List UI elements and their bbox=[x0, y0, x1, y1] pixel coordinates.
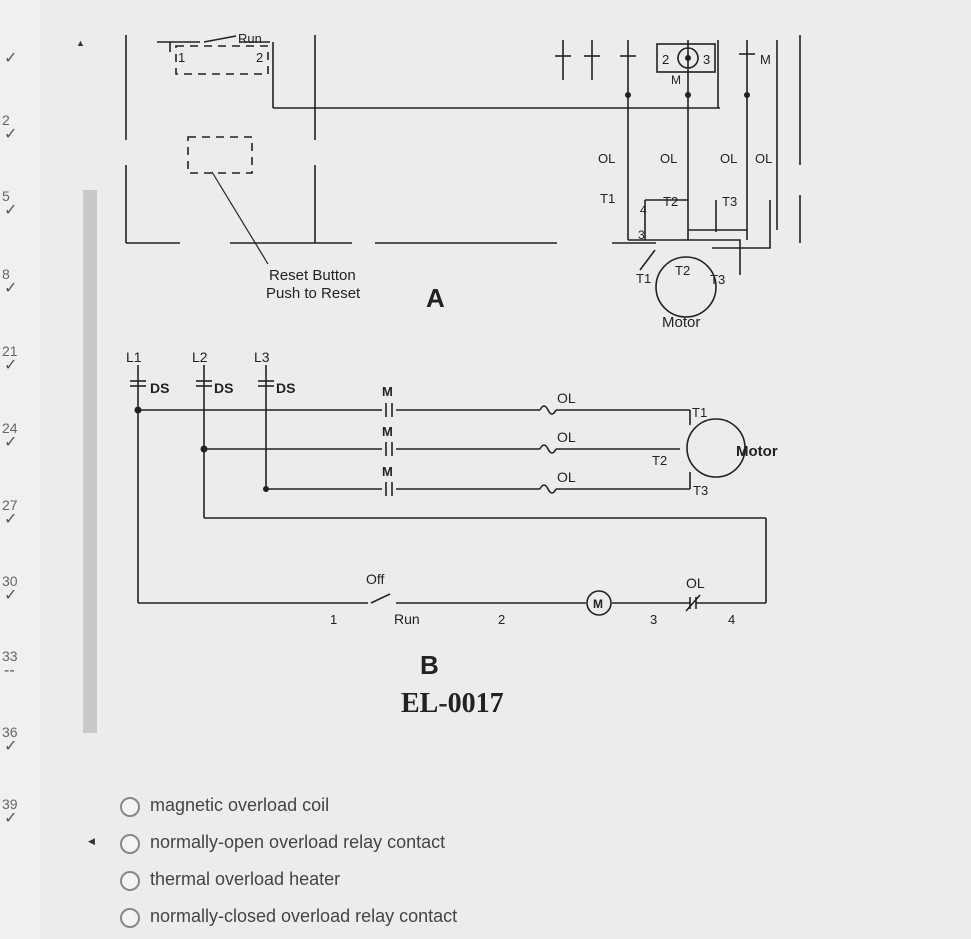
diagram-a-letter: A bbox=[426, 283, 445, 313]
motor-t3-label: T3 bbox=[693, 483, 708, 498]
check-icon: ✓ bbox=[4, 126, 18, 143]
line-l3-label: L3 bbox=[254, 349, 270, 365]
motor-label-b: Motor bbox=[736, 443, 778, 460]
diagram-b-letter: B bbox=[420, 650, 439, 680]
ol-label: OL bbox=[720, 151, 737, 166]
m-contact-label: M bbox=[760, 52, 771, 67]
answer-label: normally-open overload relay contact bbox=[150, 832, 446, 852]
radio-button[interactable] bbox=[120, 797, 140, 817]
ol-heater-label: OL bbox=[557, 429, 576, 445]
run-label: Run bbox=[394, 611, 420, 627]
question-nav-item[interactable]: 30✓ bbox=[0, 573, 36, 604]
answer-label: thermal overload heater bbox=[150, 869, 341, 889]
t2-label: T2 bbox=[663, 194, 678, 209]
question-nav-item[interactable]: 36✓ bbox=[0, 724, 36, 755]
terminal-3-label: 3 bbox=[703, 52, 710, 67]
question-nav-item[interactable]: 2✓ bbox=[0, 112, 36, 143]
m-contact-label: M bbox=[382, 464, 393, 479]
check-icon: ✓ bbox=[4, 357, 18, 374]
check-icon: ✓ bbox=[4, 434, 18, 451]
terminal-4-label: 4 bbox=[640, 203, 647, 217]
t3-label: T3 bbox=[722, 194, 737, 209]
question-nav-item[interactable]: 27✓ bbox=[0, 497, 36, 528]
t1-label: T1 bbox=[600, 191, 615, 206]
check-icon: ✓ bbox=[4, 738, 18, 755]
answer-label: normally-closed overload relay contact bbox=[150, 906, 458, 926]
off-label: Off bbox=[366, 571, 385, 587]
caret-up-icon: ▲ bbox=[76, 38, 85, 48]
answer-label: magnetic overload coil bbox=[150, 795, 330, 815]
question-nav-item[interactable]: 8✓ bbox=[0, 266, 36, 297]
check-icon: ✓ bbox=[4, 511, 18, 528]
check-icon: ✓ bbox=[4, 587, 18, 604]
reset-button-label: Reset Button bbox=[269, 267, 356, 284]
contact-label-1: 1 bbox=[178, 50, 185, 65]
radio-button[interactable] bbox=[120, 871, 140, 891]
caret-right-icon: ◀ bbox=[88, 836, 95, 846]
question-nav-item[interactable]: 33-- bbox=[0, 648, 36, 679]
motor-label-a: Motor bbox=[662, 314, 700, 331]
check-icon: ✓ bbox=[4, 280, 18, 297]
check-icon: ✓ bbox=[4, 810, 18, 827]
wire-number-3: 3 bbox=[650, 612, 657, 627]
check-icon: ✓ bbox=[4, 202, 18, 219]
terminal-3-label: 3 bbox=[638, 228, 645, 242]
reset-button-sublabel: Push to Reset bbox=[266, 285, 361, 302]
run-label: Run bbox=[238, 31, 262, 46]
disconnect-label: DS bbox=[150, 380, 169, 396]
diagram-code: EL-0017 bbox=[401, 688, 504, 719]
question-navigator: ✓ 2✓ 5✓ 8✓ 21✓ 24✓ 27✓ 30✓ 33-- 36✓ 39✓ bbox=[0, 0, 40, 939]
line-l1-label: L1 bbox=[126, 349, 142, 365]
ol-heater-label: OL bbox=[557, 390, 576, 406]
m-contact-label: M bbox=[382, 424, 393, 439]
radio-button[interactable] bbox=[120, 908, 140, 928]
coil-label-b: M bbox=[593, 597, 603, 611]
scrollbar[interactable] bbox=[83, 190, 97, 733]
question-nav-item[interactable]: 39✓ bbox=[0, 796, 36, 827]
disconnect-label: DS bbox=[214, 380, 233, 396]
motor-t3-label: T3 bbox=[710, 272, 725, 287]
wire-number-1: 1 bbox=[330, 612, 337, 627]
coil-label-a: M bbox=[671, 73, 681, 87]
question-nav-item[interactable]: 21✓ bbox=[0, 343, 36, 374]
radio-button[interactable] bbox=[120, 834, 140, 854]
contact-label-2: 2 bbox=[256, 50, 263, 65]
wire-number-4: 4 bbox=[728, 612, 735, 627]
ol-label: OL bbox=[598, 151, 615, 166]
terminal-2-label: 2 bbox=[662, 52, 669, 67]
motor-t2-label: T2 bbox=[675, 263, 690, 278]
wire-number-2: 2 bbox=[498, 612, 505, 627]
ol-label: OL bbox=[660, 151, 677, 166]
motor-t1-label: T1 bbox=[692, 405, 707, 420]
question-nav-item[interactable]: 5✓ bbox=[0, 188, 36, 219]
disconnect-label: DS bbox=[276, 380, 295, 396]
motor-t1-label: T1 bbox=[636, 271, 651, 286]
motor-t2-label: T2 bbox=[652, 453, 667, 468]
question-nav-item[interactable]: ✓ bbox=[0, 50, 36, 67]
check-icon: ✓ bbox=[4, 50, 18, 67]
unanswered-mark: -- bbox=[4, 662, 15, 679]
ol-heater-label: OL bbox=[557, 469, 576, 485]
line-l2-label: L2 bbox=[192, 349, 208, 365]
ol-contact-label: OL bbox=[686, 575, 705, 591]
wiring-diagram: Run 1 2 Reset Button Push to Reset A 2 3… bbox=[125, 31, 801, 719]
m-contact-label: M bbox=[382, 384, 393, 399]
ol-label: OL bbox=[755, 151, 772, 166]
question-nav-item[interactable]: 24✓ bbox=[0, 420, 36, 451]
